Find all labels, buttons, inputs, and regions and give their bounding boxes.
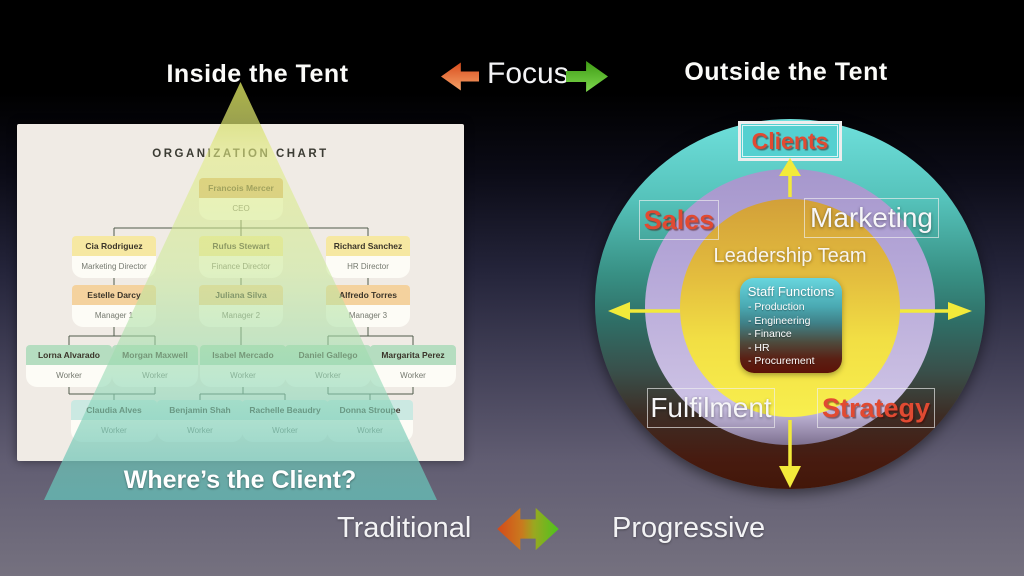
traditional-progressive-arrow-icon: [497, 507, 559, 551]
staff-item: - HR: [748, 341, 770, 354]
org-node-role: HR Director: [326, 256, 410, 278]
staff-functions-box: Staff Functions - Production - Engineeri…: [740, 278, 842, 373]
org-node-role: Worker: [242, 420, 328, 442]
org-node-name: Alfredo Torres: [326, 285, 410, 305]
traditional-label: Traditional: [337, 512, 472, 544]
heading-inside-tent: Inside the Tent: [166, 60, 349, 88]
org-node-director-2: Rufus Stewart Finance Director: [199, 236, 283, 278]
org-node-role: Finance Director: [199, 256, 283, 278]
staff-item: - Production: [748, 301, 805, 313]
org-node-name: Benjamin Shah: [157, 400, 243, 420]
marketing-label: Marketing: [804, 198, 939, 238]
focus-right-arrow-icon: [566, 60, 608, 93]
staff-item: - Finance: [748, 328, 792, 340]
org-node-manager-1: Estelle Darcy Manager 1: [72, 285, 156, 327]
org-node-name: Rachelle Beaudry: [242, 400, 328, 420]
org-node-name: Claudia Alves: [71, 400, 157, 420]
org-node-name: Margarita Perez: [370, 345, 456, 365]
org-node-name: Donna Stroupe: [327, 400, 413, 420]
org-node-role: Worker: [327, 420, 413, 442]
org-node-worker-8: Rachelle Beaudry Worker: [242, 400, 328, 442]
progressive-label: Progressive: [612, 512, 766, 544]
focus-label: Focus: [487, 57, 569, 90]
org-node-role: Worker: [26, 365, 112, 387]
org-node-ceo: Francois Mercer CEO: [199, 178, 283, 220]
org-node-worker-5: Margarita Perez Worker: [370, 345, 456, 387]
sales-label: Sales: [639, 200, 719, 240]
heading-outside-tent: Outside the Tent: [684, 58, 888, 86]
focus-left-arrow-icon: [441, 62, 479, 91]
org-node-director-3: Richard Sanchez HR Director: [326, 236, 410, 278]
org-node-name: Francois Mercer: [199, 178, 283, 198]
fulfilment-label: Fulfilment: [647, 388, 775, 428]
org-node-role: Worker: [200, 365, 286, 387]
clients-label-box: Clients: [738, 121, 842, 161]
org-node-role: Worker: [157, 420, 243, 442]
org-node-role: Worker: [285, 365, 371, 387]
org-node-role: Worker: [71, 420, 157, 442]
org-node-role: CEO: [199, 198, 283, 220]
staff-item: - Engineering: [748, 314, 811, 327]
org-node-worker-1: Lorna Alvarado Worker: [26, 345, 112, 387]
org-node-name: Estelle Darcy: [72, 285, 156, 305]
org-node-manager-2: Juliana Silva Manager 2: [199, 285, 283, 327]
org-node-name: Rufus Stewart: [199, 236, 283, 256]
org-node-name: Juliana Silva: [199, 285, 283, 305]
org-node-manager-3: Alfredo Torres Manager 3: [326, 285, 410, 327]
org-node-worker-9: Donna Stroupe Worker: [327, 400, 413, 442]
org-node-worker-6: Claudia Alves Worker: [71, 400, 157, 442]
org-node-role: Manager 1: [72, 305, 156, 327]
outward-arrows: [608, 158, 972, 488]
org-node-name: Isabel Mercado: [200, 345, 286, 365]
org-node-role: Manager 2: [199, 305, 283, 327]
org-node-worker-2: Morgan Maxwell Worker: [112, 345, 198, 387]
org-chart-card: ORGANIZATION CHART Francois Mercer CEO C…: [17, 124, 464, 461]
org-node-name: Cia Rodriguez: [72, 236, 156, 256]
clients-label: Clients: [742, 125, 838, 157]
org-node-role: Worker: [112, 365, 198, 387]
wheres-the-client-label: Where’s the Client?: [123, 466, 357, 494]
org-node-name: Daniel Gallego: [285, 345, 371, 365]
circle-diagram: Leadership Team Staff Functions - Produc…: [595, 119, 985, 491]
org-node-name: Richard Sanchez: [326, 236, 410, 256]
org-node-role: Worker: [370, 365, 456, 387]
org-node-worker-4: Daniel Gallego Worker: [285, 345, 371, 387]
org-node-worker-7: Benjamin Shah Worker: [157, 400, 243, 442]
org-node-director-1: Cia Rodriguez Marketing Director: [72, 236, 156, 278]
leadership-team-label: Leadership Team: [713, 245, 867, 267]
org-node-role: Marketing Director: [72, 256, 156, 278]
staff-item: - Procurement: [748, 355, 815, 367]
strategy-label: Strategy: [817, 388, 935, 428]
org-node-name: Morgan Maxwell: [112, 345, 198, 365]
org-node-name: Lorna Alvarado: [26, 345, 112, 365]
staff-functions-title: Staff Functions: [747, 284, 835, 299]
org-node-role: Manager 3: [326, 305, 410, 327]
org-node-worker-3: Isabel Mercado Worker: [200, 345, 286, 387]
